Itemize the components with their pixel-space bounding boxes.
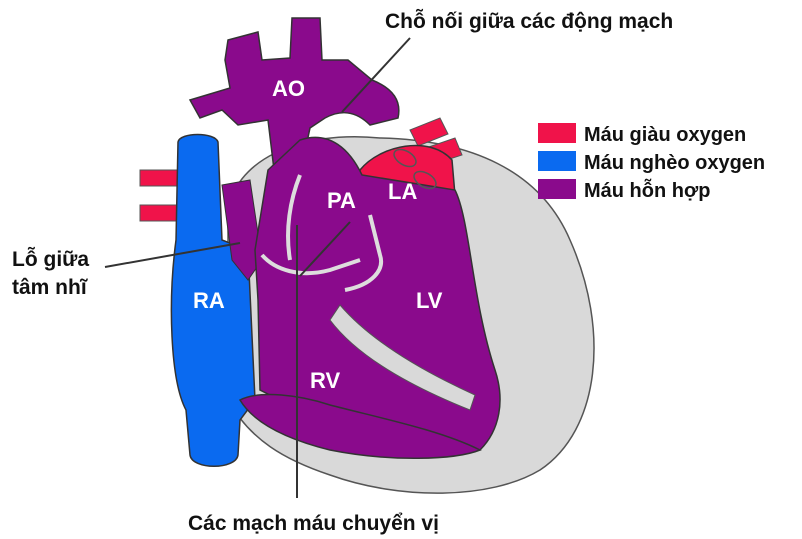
legend-item-oxygen-rich: Máu giàu oxygen: [538, 123, 746, 146]
legend-label-oxygen-poor: Máu nghèo oxygen: [584, 152, 765, 174]
label-ao: AO: [272, 76, 305, 101]
callout-transposed-vessels: Các mạch máu chuyển vị: [188, 512, 439, 535]
label-pa: PA: [327, 188, 356, 213]
legend-label-oxygen-rich: Máu giàu oxygen: [584, 124, 746, 146]
label-rv: RV: [310, 368, 340, 393]
legend-item-oxygen-poor: Máu nghèo oxygen: [538, 151, 765, 174]
legend-swatch-oxygen-poor: [538, 151, 576, 171]
legend-label-mixed: Máu hỗn hợp: [584, 178, 710, 202]
legend: Máu giàu oxygen Máu nghèo oxygen Máu hỗn…: [538, 123, 765, 202]
legend-item-mixed: Máu hỗn hợp: [538, 178, 710, 202]
callout-arterial-junction: Chỗ nối giữa các động mạch: [385, 9, 673, 33]
callout-atrial-hole-1: Lỗ giữa: [12, 247, 89, 271]
label-la: LA: [388, 179, 417, 204]
legend-swatch-mixed: [538, 179, 576, 199]
label-lv: LV: [416, 288, 443, 313]
label-ra: RA: [193, 288, 225, 313]
legend-swatch-oxygen-rich: [538, 123, 576, 143]
callout-atrial-hole-2: tâm nhĩ: [12, 276, 88, 299]
